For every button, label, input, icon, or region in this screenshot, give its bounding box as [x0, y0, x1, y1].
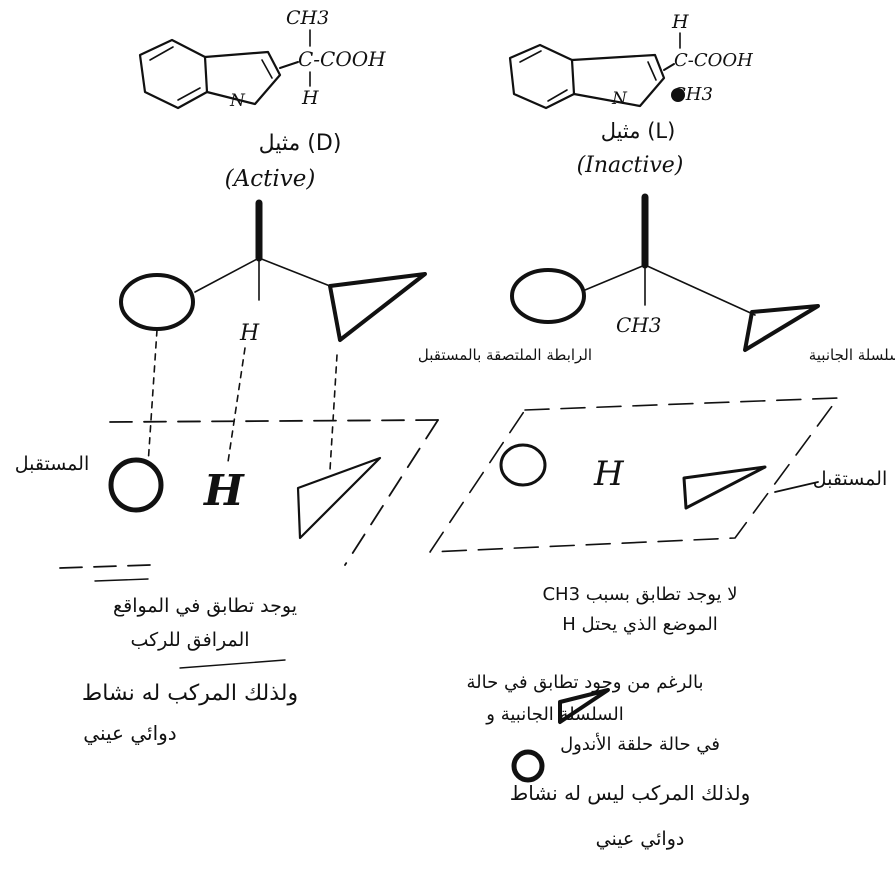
left-receptor-h-site: H: [203, 466, 245, 515]
left-note-line-2: ﺍﻟﻤﺮﺍﻓﻖ ﻟﻠﺮﻛﺐ: [130, 629, 249, 651]
right-ring-note: ﺍﻟﺮﺍﺑﻄﺔ ﺍﻟﻤﻠﺘﺼﻘﺔ ﺑﺎﻟﻤﺴﺘﻘﺒﻞ: [418, 346, 592, 364]
left-projection-center: [227, 347, 246, 463]
left-receptor-label: ﺍﻟﻤﺴﺘﻘﺒﻞ: [15, 453, 89, 475]
left-bottom-group: H: [301, 87, 319, 109]
right-indole-benzene-ring: [508, 43, 576, 110]
right-note-circle-icon: [511, 749, 545, 783]
right-note-line-3: ﺑﺎﻟﺮﻏﻢ ﻣﻦ ﻭﺟﻮﺩ ﺗﻄﺎﺑﻖ ﻓﻲ ﺣﺎﻟﺔ: [466, 672, 703, 693]
left-receptor: H ﺍﻟﻤﺴﺘﻘﺒﻞ: [15, 419, 439, 569]
left-pyrrole-double-bond: [261, 59, 273, 79]
left-side-chain-triangle: [328, 272, 427, 342]
right-receptor-label-pointer: [774, 481, 819, 493]
right-ring-nitrogen: N: [611, 89, 628, 109]
left-ring-nitrogen: N: [229, 91, 246, 111]
right-chain-note: ﺍﻟﺴﻠﺴﻠﺔ ﺍﻟﺠﺎﻧﺒﻴﺔ: [809, 346, 895, 364]
right-receptor-plane: [429, 397, 839, 553]
left-indole-pyrrole-ring: [203, 50, 282, 106]
left-carbon-cooh: C-COOH: [298, 47, 386, 71]
left-bond-to-ring: [194, 257, 260, 293]
left-receptor-ring-site: [108, 457, 164, 513]
left-indole-ring-circle: [119, 273, 195, 331]
left-molecule-name: (D) ﻣﺜﻴﻞ: [259, 131, 342, 156]
left-note-line-4: ﺩﻭﺍﺋﻲ ﻋﻴﻨﻲ: [83, 721, 176, 746]
left-notes-divider: [179, 659, 286, 669]
right-note-triangle-icon: [558, 688, 610, 724]
right-note-line-4: ﺍﻟﺴﻠﺴﻠﺔ ﺍﻟﺠﺎﻧﺒﻴﺔ ﻭ: [485, 704, 623, 725]
right-bond-to-chain: [644, 264, 756, 316]
right-carbon-cooh: C-COOH: [674, 50, 753, 71]
right-activity-label: (Inactive): [577, 153, 684, 178]
right-receptor-chain-site: [682, 465, 767, 510]
left-note-line-3: ﻭﻟﺬﻟﻚ ﺍﻟﻤﺮﻛﺐ ﻟﻪ ﻧﺸﺎﻁ: [82, 681, 298, 706]
right-note-line-5: ﻓﻲ ﺣﺎﻟﺔ ﺣﻠﻘﺔ ﺍﻷﻧﺪﻭﻝ: [560, 733, 720, 755]
right-bond-to-carbon: [663, 63, 675, 71]
right-ch3-blot: [671, 88, 685, 102]
right-receptor-label: ﺍﻟﻤﺴﺘﻘﺒﻞ: [813, 468, 887, 490]
left-top-group: CH3: [286, 7, 329, 29]
right-note-line-6: ﻭﻟﺬﻟﻚ ﺍﻟﻤﺮﻛﺐ ﻟﻴﺲ ﻟﻪ ﻧﺸﺎﻁ: [510, 781, 750, 805]
left-note-line-1: ﻳﻮﺟﺪ ﺗﻄﺎﺑﻖ ﻓﻲ ﺍﻟﻤﻮﺍﻗﻊ: [113, 595, 297, 617]
right-indole-ring-circle: [510, 268, 586, 324]
left-center-group-label: H: [239, 321, 260, 346]
right-receptor-ring-site: [499, 443, 547, 487]
right-bond-to-ring: [584, 264, 646, 291]
right-center-group-label: CH3: [616, 313, 661, 337]
left-projection-chain: [329, 354, 338, 471]
right-pyrrole-double-bond: [647, 61, 657, 81]
right-3d-model: CH3 ﺍﻟﺮﺍﺑﻄﺔ ﺍﻟﻤﻠﺘﺼﻘﺔ ﺑﺎﻟﻤﺴﺘﻘﺒﻞ ﺍﻟﺴﻠﺴﻠﺔ ﺍ…: [418, 193, 895, 364]
right-indole-inner-bond: [519, 50, 568, 102]
right-side-chain-triangle: [743, 304, 820, 352]
left-molecule: CH3 C-COOH H N (D) ﻣﺜﻴﻞ (Active): [138, 7, 386, 192]
right-note-line-1: ﻻ ﻳﻮﺟﺪ ﺗﻄﺎﺑﻖ ﺑﺴﺒﺐ CH3: [542, 584, 737, 605]
right-receptor: H ﺍﻟﻤﺴﺘﻘﺒﻞ: [429, 397, 887, 553]
left-receptor-plane-side: [344, 419, 439, 566]
right-bottom-group: CH3: [672, 84, 713, 105]
right-notes: ﻻ ﻳﻮﺟﺪ ﺗﻄﺎﺑﻖ ﺑﺴﺒﺐ CH3 ﺍﻟﻤﻮﺿﻊ ﺍﻟﺬﻱ ﻳﺤﺘﻞ H…: [466, 584, 750, 850]
left-activity-label: (Active): [225, 166, 316, 192]
right-top-group: H: [671, 11, 689, 33]
left-notes: ﻳﻮﺟﺪ ﺗﻄﺎﺑﻖ ﻓﻲ ﺍﻟﻤﻮﺍﻗﻊ ﺍﻟﻤﺮﺍﻓﻖ ﻟﻠﺮﻛﺐ ﻭﻟﺬﻟ…: [82, 578, 298, 746]
right-note-line-2: ﺍﻟﻤﻮﺿﻊ ﺍﻟﺬﻱ ﻳﺤﺘﻞ H: [562, 614, 717, 635]
left-receptor-plane-bottom: [59, 564, 151, 569]
right-molecule: H C-COOH CH3 N (L) ﻣﺜﻴﻞ (Inactive): [508, 11, 753, 178]
left-indole-benzene-ring: [138, 38, 209, 110]
left-notes-underline: [94, 578, 149, 582]
right-indole-pyrrole-ring: [570, 53, 666, 108]
left-indole-inner-bond: [149, 46, 201, 101]
right-note-line-7: ﺩﻭﺍﺋﻲ ﻋﻴﻨﻲ: [596, 828, 685, 850]
left-receptor-plane-top: [109, 419, 439, 423]
right-receptor-h-site: H: [593, 454, 625, 494]
left-bond-to-chain: [258, 257, 331, 287]
left-3d-model: H: [119, 199, 427, 471]
left-projection-ring: [147, 329, 158, 466]
left-receptor-chain-site: [296, 456, 382, 540]
right-molecule-name: (L) ﻣﺜﻴﻞ: [601, 119, 676, 143]
left-bond-to-carbon: [279, 61, 299, 69]
